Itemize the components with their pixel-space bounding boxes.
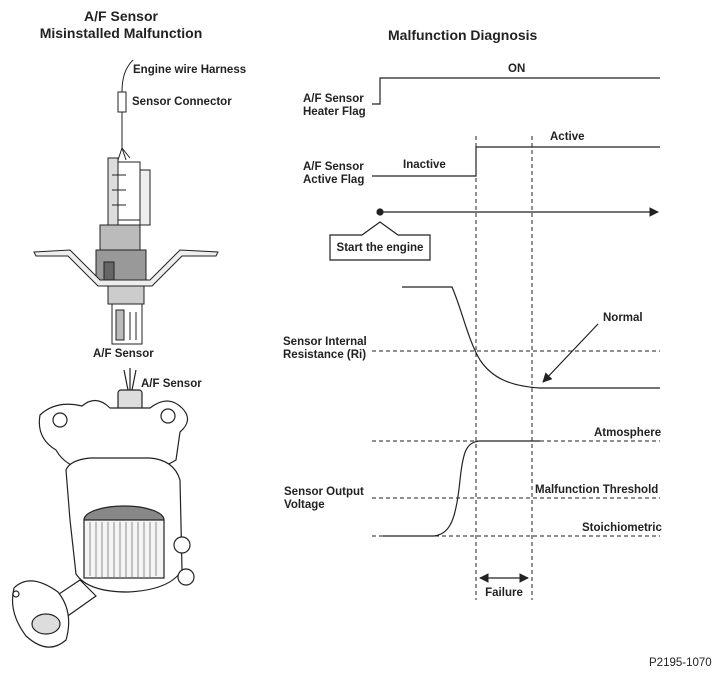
timing-diagram	[329, 77, 660, 600]
outlet-flange	[11, 580, 70, 648]
normal-pointer	[542, 323, 599, 383]
sensor-installation-illustration	[33, 59, 219, 345]
voltage-label-line1: Sensor Output	[284, 486, 364, 498]
manifold-flange	[38, 399, 189, 471]
start-engine-callout	[329, 221, 431, 261]
engine-wire-harness-line	[121, 59, 134, 93]
malfunction-threshold-label: Malfunction Threshold	[535, 484, 659, 496]
sensor-connector-icon	[117, 91, 127, 113]
engine-wire-harness-label: Engine wire Harness	[133, 64, 247, 76]
sensor-connector-label: Sensor Connector	[132, 96, 232, 108]
converter-substrate	[83, 519, 165, 579]
heater-flag-trace	[372, 77, 660, 105]
left-title-line2: Misinstalled Malfunction	[39, 25, 203, 41]
af-sensor-upper-label: A/F Sensor	[93, 348, 154, 360]
engine-start-point	[376, 208, 384, 216]
ri-label-line2: Resistance (Ri)	[283, 349, 367, 361]
figure-code: P2195-1070	[649, 657, 712, 669]
active-flag-label-line1: A/F Sensor	[303, 161, 364, 173]
stoichiometric-label: Stoichiometric	[582, 522, 662, 534]
catalytic-converter-illustration	[11, 368, 195, 648]
voltage-label-line2: Voltage	[284, 499, 325, 511]
on-label: ON	[508, 63, 526, 75]
active-flag-trace	[372, 146, 660, 177]
heater-flag-label-line2: Heater Flag	[303, 106, 366, 118]
active-label: Active	[550, 131, 585, 143]
voltage-trace	[383, 440, 540, 537]
af-sensor-lower-label: A/F Sensor	[141, 378, 202, 390]
active-flag-label-line2: Active Flag	[303, 174, 365, 186]
heater-flag-label-line1: A/F Sensor	[303, 93, 364, 105]
ri-curve	[402, 286, 660, 389]
mounting-flange	[33, 249, 219, 287]
failure-label: Failure	[485, 587, 523, 599]
start-engine-label: Start the engine	[336, 242, 424, 254]
right-title: Malfunction Diagnosis	[388, 27, 538, 43]
inactive-label: Inactive	[403, 159, 446, 171]
left-title-line1: A/F Sensor	[84, 8, 158, 24]
normal-label: Normal	[603, 312, 643, 324]
atmosphere-label: Atmosphere	[594, 427, 662, 439]
ri-label-line1: Sensor Internal	[283, 336, 367, 348]
